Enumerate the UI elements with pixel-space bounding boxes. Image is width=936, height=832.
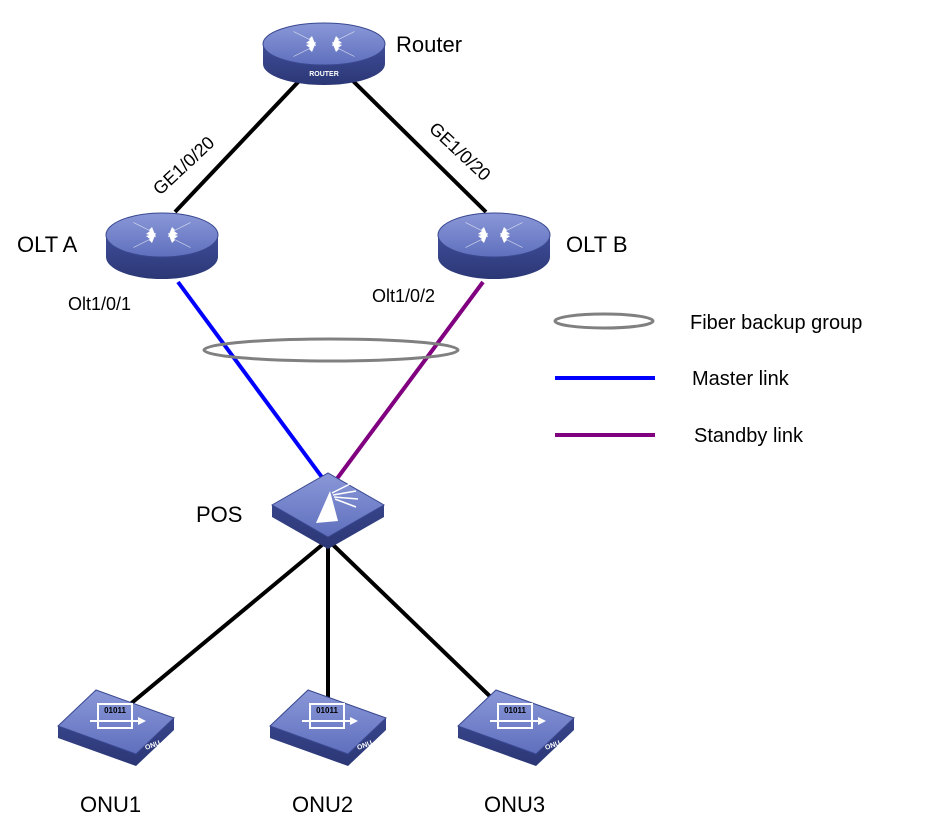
onu1-label: ONU1 bbox=[80, 792, 141, 817]
olt-b-node[interactable] bbox=[437, 212, 551, 279]
router-label: Router bbox=[396, 32, 462, 57]
standby-link bbox=[334, 280, 485, 482]
onu2-label: ONU2 bbox=[292, 792, 353, 817]
onu1-node[interactable]: 01011 ONU bbox=[57, 689, 175, 766]
onu3-label: ONU3 bbox=[484, 792, 545, 817]
onu3-node[interactable]: 01011 ONU bbox=[457, 689, 575, 766]
olt-a-node[interactable] bbox=[105, 212, 219, 279]
onu-icon: 01011 ONU bbox=[57, 689, 175, 766]
port-label-olt-b-pon: Olt1/0/2 bbox=[372, 286, 435, 306]
legend: Fiber backup group Master link Standby l… bbox=[553, 312, 862, 447]
router-node[interactable]: ROUTER bbox=[262, 22, 386, 85]
port-label-router-olt-b: GE1/0/20 bbox=[425, 118, 494, 185]
onu-badge: ONU bbox=[544, 740, 561, 752]
link-pos-onu1 bbox=[126, 538, 330, 708]
onu-icon: 01011 ONU bbox=[269, 689, 387, 766]
splitter-icon bbox=[270, 472, 386, 549]
olt-b-label: OLT B bbox=[566, 232, 628, 257]
onu-screen-text: 01011 bbox=[316, 706, 338, 715]
master-link bbox=[176, 280, 326, 482]
router-icon: ROUTER bbox=[262, 22, 386, 85]
onu-badge: ONU bbox=[144, 740, 161, 752]
port-label-router-olt-a: GE1/0/20 bbox=[149, 132, 218, 199]
legend-standby-link: Standby link bbox=[694, 425, 804, 447]
onu-icon: 01011 ONU bbox=[457, 689, 575, 766]
pos-label: POS bbox=[196, 502, 242, 527]
olt-a-label: OLT A bbox=[17, 232, 78, 257]
legend-master-link: Master link bbox=[692, 368, 790, 390]
onu2-node[interactable]: 01011 ONU bbox=[269, 689, 387, 766]
fiber-backup-group-ellipse bbox=[202, 337, 460, 363]
link-pos-onu3 bbox=[326, 538, 502, 708]
router-badge: ROUTER bbox=[309, 71, 339, 78]
link-router-olt-b bbox=[350, 78, 488, 214]
pos-node[interactable] bbox=[270, 472, 386, 549]
switch-icon bbox=[437, 212, 551, 279]
link-router-olt-a bbox=[173, 78, 302, 214]
legend-backup-group-swatch bbox=[553, 312, 655, 330]
onu-screen-text: 01011 bbox=[504, 706, 526, 715]
switch-icon bbox=[105, 212, 219, 279]
onu-badge: ONU bbox=[356, 740, 373, 752]
onu-screen-text: 01011 bbox=[104, 706, 126, 715]
port-label-olt-a-pon: Olt1/0/1 bbox=[68, 294, 131, 314]
legend-fiber-backup-group: Fiber backup group bbox=[690, 312, 862, 334]
